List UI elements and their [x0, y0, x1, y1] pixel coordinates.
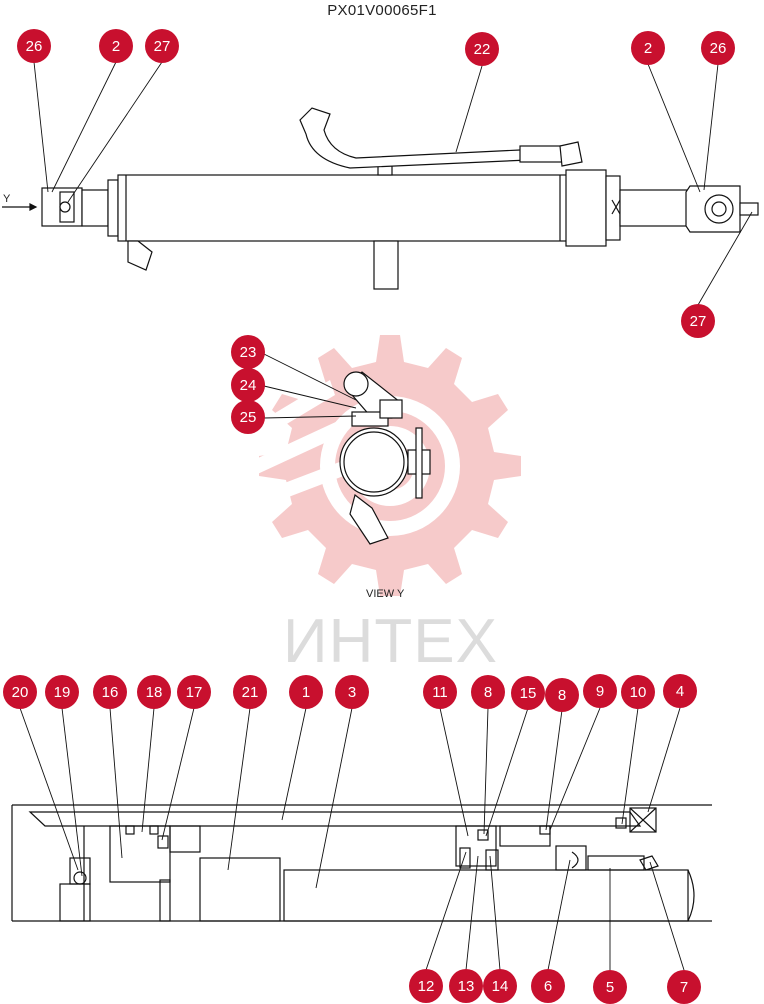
drawing-code: PX01V00065F1 [327, 2, 437, 19]
view-label: VIEW Y [366, 588, 405, 600]
grease-nipple [739, 202, 759, 216]
callout-22[interactable]: 22 [465, 32, 499, 66]
callout-2-left[interactable]: 2 [99, 29, 133, 63]
callout-26-right[interactable]: 26 [701, 31, 735, 65]
callout-20[interactable]: 20 [3, 675, 37, 709]
callout-27-left[interactable]: 27 [145, 29, 179, 63]
callout-13[interactable]: 13 [449, 969, 483, 1003]
piston-rod [619, 189, 691, 227]
leader-lines [19, 61, 753, 971]
section-view [11, 804, 712, 922]
cylinder-assembly [2, 107, 759, 290]
callout-5[interactable]: 5 [593, 970, 627, 1004]
callout-2-right[interactable]: 2 [631, 31, 665, 65]
callout-15[interactable]: 15 [511, 676, 545, 710]
callout-8-left[interactable]: 8 [471, 675, 505, 709]
callout-16[interactable]: 16 [93, 675, 127, 709]
callout-24[interactable]: 24 [231, 368, 265, 402]
callout-12[interactable]: 12 [409, 969, 443, 1003]
callout-10[interactable]: 10 [621, 675, 655, 709]
callout-8-right[interactable]: 8 [545, 678, 579, 712]
callout-3[interactable]: 3 [335, 675, 369, 709]
callout-19[interactable]: 19 [45, 675, 79, 709]
callout-26-left[interactable]: 26 [17, 29, 51, 63]
watermark-text: ИНТЕХ [283, 607, 498, 676]
port-fitting-left [127, 240, 153, 271]
callout-17[interactable]: 17 [177, 675, 211, 709]
callout-11[interactable]: 11 [423, 675, 457, 709]
cylinder-barrel [117, 174, 569, 242]
callout-9[interactable]: 9 [583, 674, 617, 708]
callout-7[interactable]: 7 [667, 970, 701, 1004]
callout-27-right[interactable]: 27 [681, 304, 715, 338]
callout-25[interactable]: 25 [231, 400, 265, 434]
gland-head [565, 169, 607, 247]
end-view-y [339, 371, 431, 545]
arrow-label: Y [3, 193, 11, 205]
callout-21[interactable]: 21 [233, 675, 267, 709]
callout-23[interactable]: 23 [231, 335, 265, 369]
callout-4[interactable]: 4 [663, 674, 697, 708]
callout-14[interactable]: 14 [483, 969, 517, 1003]
callout-18[interactable]: 18 [137, 675, 171, 709]
callout-1[interactable]: 1 [289, 675, 323, 709]
hose-line [299, 107, 529, 169]
callout-6[interactable]: 6 [531, 969, 565, 1003]
port-fitting-bottom [373, 240, 399, 290]
